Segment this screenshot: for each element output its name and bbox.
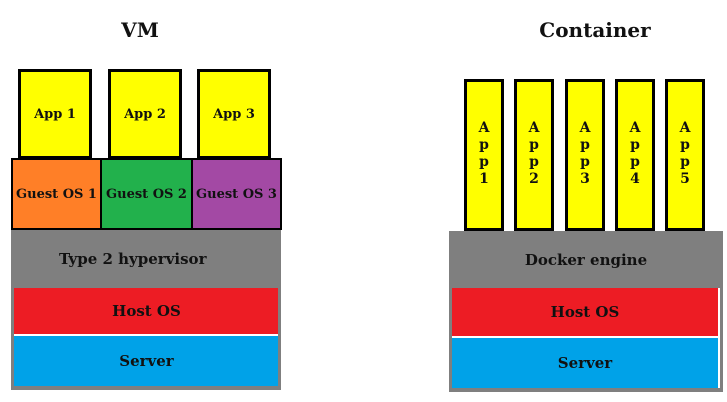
- vm-app-1: App 1: [18, 69, 92, 159]
- container-app-4: App4: [615, 79, 655, 231]
- vm-guest-os-1: Guest OS 1: [11, 158, 102, 230]
- vm-guest-os-2: Guest OS 2: [100, 158, 193, 230]
- vm-app-2: App 2: [108, 69, 182, 159]
- container-title: Container: [539, 18, 651, 42]
- container-app-3: App3: [565, 79, 605, 231]
- container-app-1-label: App1: [478, 120, 490, 187]
- vm-guest-os-3: Guest OS 3: [191, 158, 282, 230]
- vm-stack-frame: [11, 230, 281, 390]
- container-app-1: App1: [464, 79, 504, 231]
- container-app-2-label: App2: [528, 120, 540, 187]
- docker-engine: Docker engine: [449, 231, 723, 288]
- container-app-4-label: App4: [629, 120, 641, 187]
- container-host-os: Host OS: [452, 288, 718, 336]
- vm-hypervisor: Type 2 hypervisor: [11, 230, 281, 288]
- vm-title: VM: [121, 18, 159, 42]
- container-app-3-label: App3: [579, 120, 591, 187]
- container-app-5: App5: [665, 79, 705, 231]
- container-app-2: App2: [514, 79, 554, 231]
- vm-server: Server: [14, 336, 279, 386]
- vm-host-os: Host OS: [14, 288, 279, 334]
- vm-app-3: App 3: [197, 69, 271, 159]
- container-stack-frame: [449, 231, 723, 392]
- container-server: Server: [452, 338, 718, 388]
- container-app-5-label: App5: [679, 120, 691, 187]
